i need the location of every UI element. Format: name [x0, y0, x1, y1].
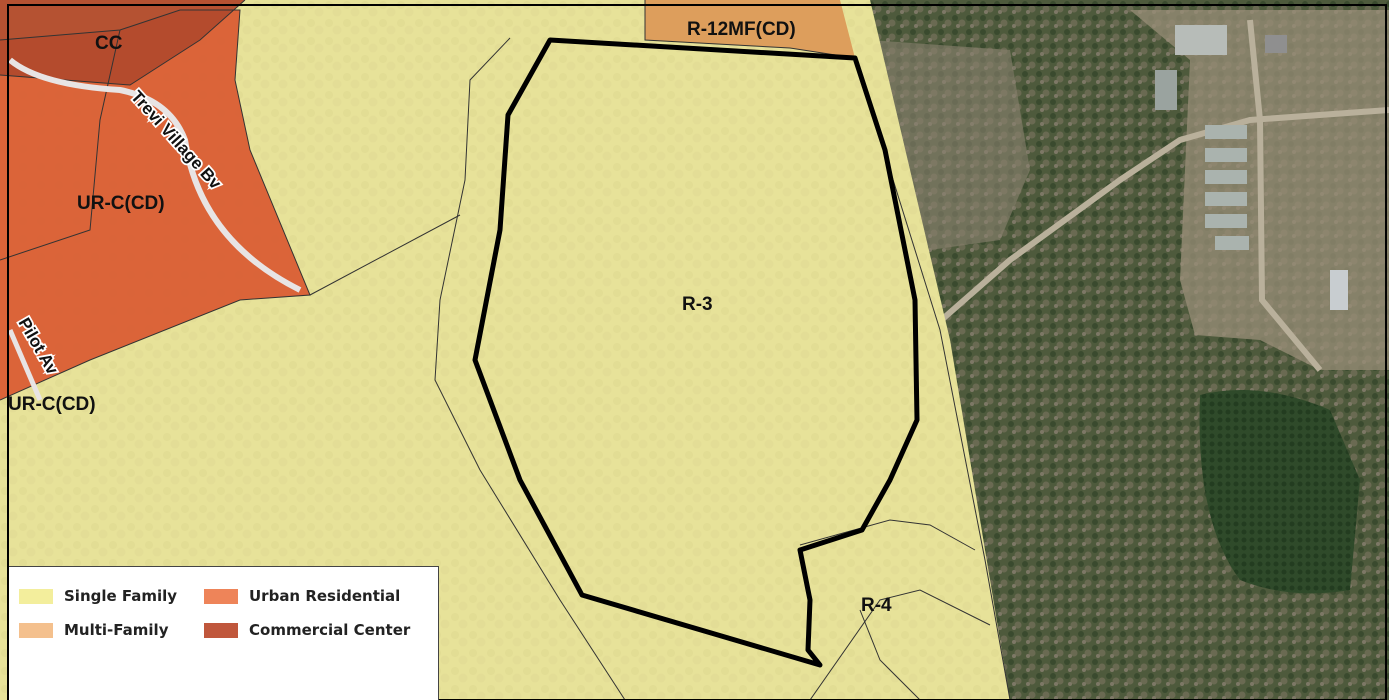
multi-family-swatch	[19, 622, 53, 638]
map-frame	[7, 4, 1387, 700]
building	[1215, 236, 1249, 250]
building	[1205, 214, 1247, 228]
zone-label-r3: R-3	[682, 294, 713, 315]
commercial-center-zone	[0, 0, 245, 85]
commercial-center-swatch	[204, 622, 238, 638]
building	[1330, 270, 1348, 310]
building	[1155, 70, 1177, 110]
legend-label: Urban Residential	[249, 587, 401, 605]
building	[1265, 35, 1287, 53]
road-aerial	[1247, 19, 1323, 372]
urban-residential-swatch	[204, 588, 238, 604]
trevi-village-street	[8, 57, 302, 293]
zone-label-r12mf-cd: R-12MF(CD)	[687, 19, 796, 40]
conifer-stand	[1199, 390, 1360, 594]
legend-label: Single Family	[64, 587, 178, 605]
legend-label: Multi-Family	[64, 621, 169, 639]
zone-label-ur-c-cd: UR-C(CD)	[77, 193, 165, 214]
single-family-swatch	[19, 588, 53, 604]
road-aerial	[928, 107, 1389, 333]
pilot-street	[7, 329, 43, 401]
building	[1205, 125, 1247, 139]
zone-boundaries	[0, 0, 1011, 700]
building	[1205, 148, 1247, 162]
map-legend: Single Family Multi-Family Urban Residen…	[9, 566, 439, 700]
legend-label: Commercial Center	[249, 621, 411, 639]
legend-item-urban-residential: Urban Residential	[204, 587, 400, 605]
subject-parcel-outline[interactable]	[472, 37, 920, 668]
zone-label-ur-c-cd-lower: UR-C(CD)	[8, 394, 96, 415]
building	[1205, 192, 1247, 206]
building	[1205, 170, 1247, 184]
legend-item-commercial-center: Commercial Center	[204, 621, 410, 639]
legend-item-single-family: Single Family	[19, 587, 177, 605]
building	[1175, 25, 1227, 55]
multi-family-zone	[645, 0, 855, 58]
legend-item-multi-family: Multi-Family	[19, 621, 168, 639]
zone-label-cc: CC	[95, 33, 123, 54]
zone-label-r4: R-4	[861, 595, 892, 616]
